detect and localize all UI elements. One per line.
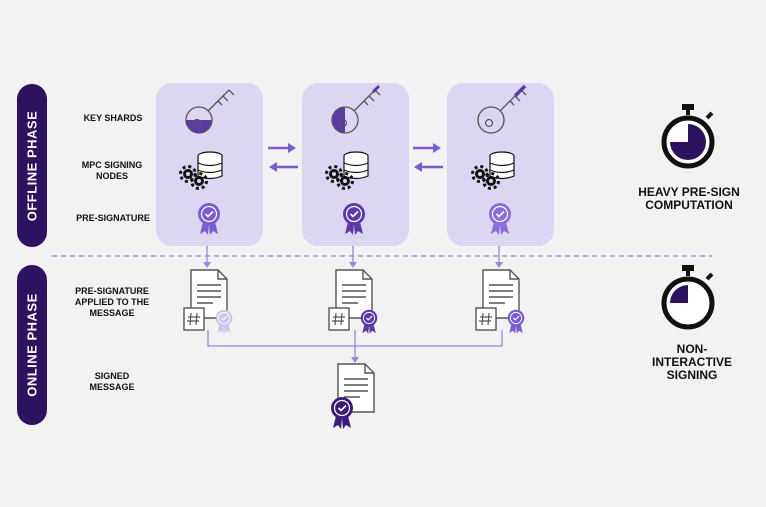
signed-message-label: SIGNED MESSAGE (89, 371, 135, 392)
mpc-nodes-label: MPC SIGNING NODES (81, 160, 143, 181)
document-hash-icon (183, 269, 233, 335)
non-interactive-label: NON-INTERACTIVE SIGNING (652, 342, 733, 382)
key-icon (477, 84, 527, 134)
heavy-computation-label: HEAVY PRE-SIGN COMPUTATION (638, 185, 740, 212)
online-phase-tab: ONLINE PHASE (17, 265, 47, 425)
stopwatch-icon (661, 265, 715, 330)
arrows-exchange-icon (413, 143, 443, 172)
signed-document-icon (330, 363, 375, 430)
key-shards-label: KEY SHARDS (83, 113, 143, 123)
key-icon (185, 89, 235, 134)
offline-phase-tab: OFFLINE PHASE (17, 84, 47, 247)
applied-label: PRE-SIGNATURE APPLIED TO THE MESSAGE (74, 286, 150, 318)
pre-signature-label: PRE-SIGNATURE (76, 213, 150, 223)
arrows-exchange-icon (268, 143, 298, 172)
stopwatch-icon (661, 104, 715, 169)
document-hash-icon (475, 269, 525, 335)
document-hash-icon (328, 269, 378, 335)
key-icon (331, 84, 381, 134)
